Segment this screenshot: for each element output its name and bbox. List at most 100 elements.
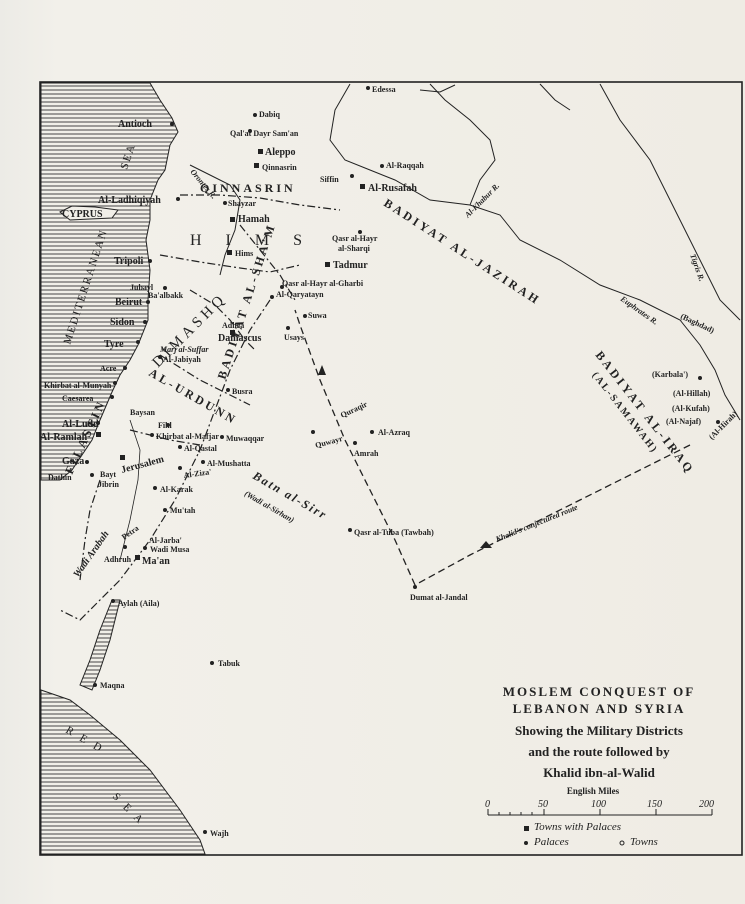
place-busra: Busra <box>232 387 252 396</box>
place-hirah: (Al-Hirah) <box>707 409 739 441</box>
hamah-marker <box>230 217 235 222</box>
place-khirbat-mafjar: Khirbat al-Mafjar <box>156 432 219 441</box>
place-tyre: Tyre <box>104 339 124 350</box>
hims-marker <box>227 250 232 255</box>
place-aylah: Aylah (Aila) <box>118 599 160 608</box>
place-baghdad: (Baghdad) <box>679 312 716 336</box>
legend-towns: Towns <box>630 836 658 848</box>
maan-marker <box>135 555 140 560</box>
place-dumat: Dumat al-Jandal <box>410 593 468 602</box>
route-arrow-up <box>318 365 326 375</box>
orontes-river <box>189 164 241 276</box>
place-marj: Marj al-Suffar <box>159 345 209 354</box>
legend-ring-icon <box>619 840 625 846</box>
place-qaryatayn: Al-Qaryatayn <box>276 290 324 299</box>
river-north <box>419 84 456 93</box>
place-jerusalem: Jerusalem <box>120 454 166 476</box>
place-usays: Usays <box>284 333 304 342</box>
place-qastal: Al-Qastal <box>184 444 218 453</box>
place-acre: Acre <box>100 364 117 373</box>
qinnasrin-marker <box>254 163 259 168</box>
place-hillah: (Al-Hillah) <box>673 389 711 398</box>
scale-tick-150: 150 <box>647 799 662 810</box>
place-beirut: Beirut <box>115 297 143 308</box>
place-tadmur: Tadmur <box>333 260 368 271</box>
place-qasr-sharqi: Qasr al-Hayr <box>332 234 378 243</box>
map-title-line2: LEBANON AND SYRIA <box>512 701 686 716</box>
place-qasr-gharbi: Qasr al-Hayr al-Gharbi <box>282 279 364 288</box>
place-ramlah: Al-Ramlah <box>40 432 88 443</box>
place-ladhiqiyah: Al-Ladhiqiyah <box>98 195 161 206</box>
label-khabur: Al-Khabur R. <box>462 181 501 220</box>
place-qasr-sharqi2: al-Sharqi <box>338 244 371 253</box>
place-caesarea: Caesarea <box>62 394 93 403</box>
place-damascus: Damascus <box>218 333 261 344</box>
place-rusafah: Al-Rusafah <box>368 183 417 194</box>
place-tripoli: Tripoli <box>114 256 143 267</box>
aleppo-marker <box>258 149 263 154</box>
place-mutah: Mu'tah <box>170 506 196 515</box>
place-shayzar: Shayzar <box>228 199 256 208</box>
label-cyprus: CYPRUS <box>62 209 103 220</box>
place-sidon: Sidon <box>110 317 135 328</box>
khalid-route <box>294 309 691 586</box>
place-maan: Ma'an <box>142 556 170 567</box>
place-amrah: Amrah <box>354 449 379 458</box>
route-arrow-left <box>480 541 492 548</box>
tadmur-marker <box>325 262 330 267</box>
scale-caption: English Miles <box>566 786 620 796</box>
damascus-marker <box>230 330 235 335</box>
place-adhruh: Adhruh <box>104 555 132 564</box>
place-kufah: (Al-Kufah) <box>672 404 710 413</box>
rivers <box>189 83 741 421</box>
place-mushatta: Al-Mushatta <box>207 459 251 468</box>
gulf-of-aqaba <box>79 599 121 691</box>
place-antioch: Antioch <box>118 119 152 130</box>
map-title-block: MOSLEM CONQUEST OF LEBANON AND SYRIA Sho… <box>468 683 730 780</box>
scale-bar <box>487 809 713 816</box>
place-petra: Petra <box>120 524 140 542</box>
legend-towns-with-palaces: Towns with Palaces <box>534 821 621 833</box>
place-fihl: Fihl <box>158 421 173 430</box>
place-khirbat-munyah: Khirbat al-Munyah <box>44 381 112 390</box>
region-hims: H I M S <box>190 232 312 249</box>
map-subtitle-line3: Khalid ibn-al-Walid <box>543 765 655 780</box>
scale-tick-100: 100 <box>591 799 606 810</box>
khabur-river <box>429 83 496 206</box>
towns-with-palaces <box>96 149 365 560</box>
scale-block: English Miles <box>478 786 728 798</box>
place-baalbakk: Ba'albakk <box>148 291 184 300</box>
tigris-branch <box>539 83 571 111</box>
cyprus-island <box>59 205 119 221</box>
place-jubayl: Jubayl <box>130 283 154 292</box>
jerusalem-marker <box>120 455 125 460</box>
place-maqna: Maqna <box>100 681 124 690</box>
legend-square-icon <box>524 826 529 831</box>
legend-palaces: Palaces <box>534 836 569 848</box>
place-qinnasrin: Qinnasrin <box>262 163 297 172</box>
district-boundaries <box>59 194 341 621</box>
place-azraq: Al-Azraq <box>378 428 411 437</box>
map-subtitle-line1: Showing the Military Districts <box>515 723 683 738</box>
region-qinnasrin: QINNASRIN <box>200 181 296 195</box>
place-wajh: Wajh <box>210 829 229 838</box>
ramlah-marker <box>96 432 101 437</box>
place-aleppo: Aleppo <box>265 147 296 158</box>
map-subtitle-line2: and the route followed by <box>528 744 670 759</box>
place-najaf: (Al-Najaf) <box>666 417 701 426</box>
place-quwayr: Quwayr <box>314 434 344 450</box>
place-raqqah: Al-Raqqah <box>386 161 424 170</box>
place-suwa: Suwa <box>308 311 327 320</box>
place-adhra: Adhra <box>222 321 244 330</box>
place-edessa: Edessa <box>372 85 396 94</box>
place-dathin: Dathin <box>48 473 72 482</box>
rusafah-marker <box>360 184 365 189</box>
place-wadi-musa: Wadi Musa <box>150 545 189 554</box>
map-title-line1: MOSLEM CONQUEST OF <box>502 684 696 699</box>
place-gaza: Gaza <box>62 456 84 467</box>
place-dots <box>85 86 720 834</box>
scale-tick-0: 0 <box>485 799 490 810</box>
place-ludd: Al-Ludd <box>62 419 99 430</box>
